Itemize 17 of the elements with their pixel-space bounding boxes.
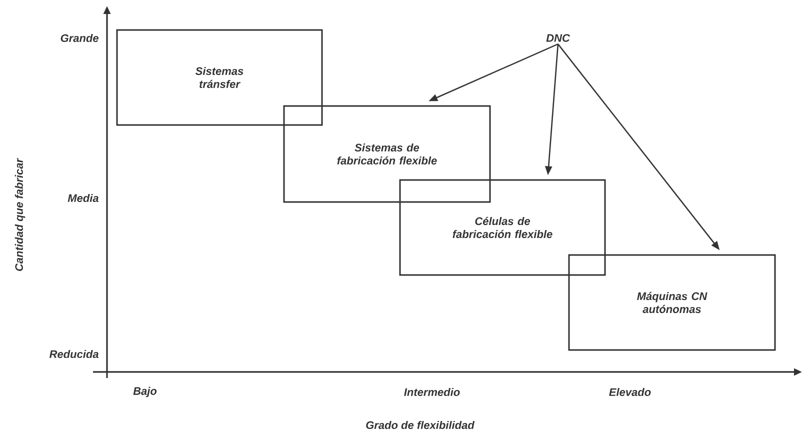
axis-tick-label: Reducida <box>50 350 98 358</box>
process-box <box>116 29 323 126</box>
axis-tick-label: Intermedio <box>404 388 460 396</box>
axis-tick-label: Grande <box>60 34 98 42</box>
process-box <box>568 254 776 351</box>
box-label: Sistemas tránsfer <box>196 66 244 88</box>
axis-tick-label: Bajo <box>133 386 157 398</box>
axis-tick-label: Elevado <box>609 388 651 396</box>
axis-title: Grado de flexibilidad <box>366 420 475 430</box>
process-box <box>399 179 606 276</box>
box-label: Sistemas de fabricación flexible <box>337 143 437 165</box>
node-label: DNC <box>546 34 570 42</box>
axis-tick-label: Media <box>68 194 98 202</box>
box-label: Máquinas CN autónomas <box>637 292 708 314</box>
box-label: Células de fabricación flexible <box>452 216 552 238</box>
process-box <box>283 105 491 203</box>
axis-title: Cantidad que fabricar <box>14 158 26 271</box>
